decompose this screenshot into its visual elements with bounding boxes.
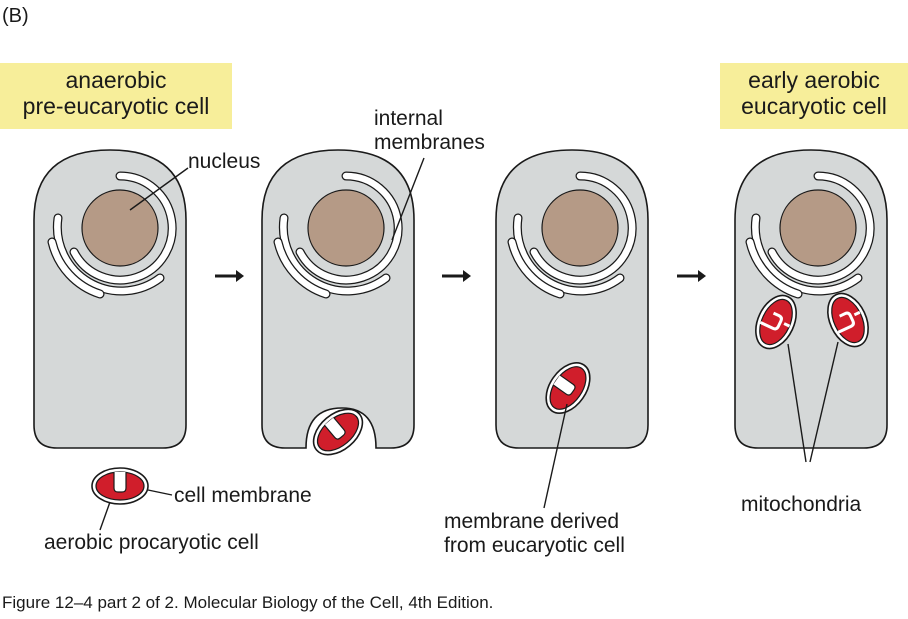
label-aerobic-line1: early aerobic	[748, 67, 880, 93]
label-nucleus: nucleus	[188, 150, 261, 173]
label-derived-membrane: membrane derived from eucaryotic cell	[444, 510, 625, 558]
label-derived-line1: membrane derived	[444, 510, 620, 533]
arrow-step-2	[442, 270, 471, 282]
leader-lines	[99, 157, 839, 531]
label-internal-line2: membranes	[374, 131, 485, 154]
figure-caption: Figure 12–4 part 2 of 2. Molecular Biolo…	[2, 593, 494, 612]
cell-internalized	[495, 149, 649, 449]
label-cell-membrane: cell membrane	[174, 484, 312, 507]
label-aerobic-procaryote: aerobic procaryotic cell	[44, 531, 259, 554]
label-mitochondria: mitochondria	[741, 493, 862, 516]
label-anaerobic-line1: anaerobic	[65, 67, 167, 93]
arrow-step-3	[677, 270, 706, 282]
cell-engulfing	[261, 149, 415, 465]
free-procaryote	[91, 467, 149, 505]
panel-label: (B)	[2, 5, 29, 27]
arrow-step-1	[215, 270, 244, 282]
label-internal-membranes: internal membranes	[374, 107, 485, 155]
cell-anaerobic	[33, 149, 187, 449]
label-internal-line1: internal	[374, 107, 443, 130]
label-aerobic-line2: eucaryotic cell	[741, 93, 887, 119]
label-anaerobic-line2: pre-eucaryotic cell	[22, 93, 210, 119]
label-aerobic-cell: early aerobic eucaryotic cell	[720, 63, 908, 129]
label-derived-line2: from eucaryotic cell	[444, 534, 625, 557]
label-anaerobic-cell: anaerobic pre-eucaryotic cell	[0, 63, 232, 129]
cell-aerobic-eucaryote	[734, 149, 888, 449]
